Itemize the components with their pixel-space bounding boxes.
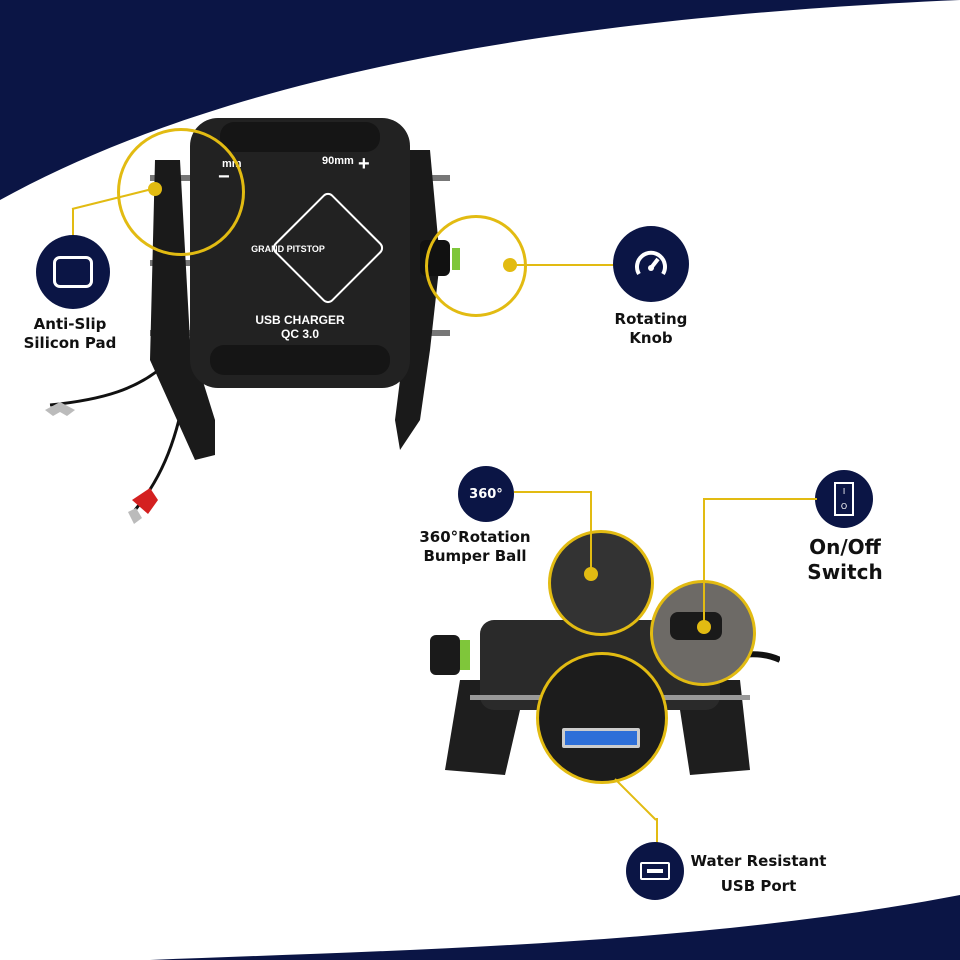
switch-label-line1: On/Off <box>809 535 881 559</box>
anti-slip-label-line1: Anti-Slip <box>33 315 107 333</box>
rotation-connector-v <box>590 491 592 573</box>
gauge-icon <box>635 250 667 276</box>
bumper-ball-highlight-ring <box>548 530 654 636</box>
anti-slip-label-line2: Silicon Pad <box>23 333 117 352</box>
knob-label: Rotating Knob <box>595 310 707 348</box>
switch-connector-h <box>703 498 817 500</box>
knob-badge <box>613 226 689 302</box>
max-width-label: 90mm <box>322 155 354 167</box>
brand-logo-text: GRAND PITSTOP <box>251 244 325 254</box>
switch-icon-on: I <box>842 487 846 496</box>
charger-text-line2: QC 3.0 <box>280 327 319 341</box>
knob-connector <box>515 264 615 266</box>
rotation-label-line2: Bumper Ball <box>423 546 527 565</box>
rotate-360-icon: 360° <box>469 486 503 502</box>
plus-sign: + <box>358 153 370 175</box>
rotation-pointer-dot <box>584 567 598 581</box>
anti-slip-highlight-ring <box>117 128 245 256</box>
rotation-connector-h <box>514 491 592 493</box>
usb-label: Water Resistant USB Port <box>686 852 831 896</box>
switch-label: On/Off Switch <box>795 535 895 585</box>
usb-port-graphic <box>562 728 640 748</box>
switch-button <box>670 612 722 640</box>
rotation-label-line1: 360°Rotation <box>419 528 531 546</box>
usb-connector-v <box>656 818 658 844</box>
rotation-badge: 360° <box>458 466 514 522</box>
rocker-switch-icon: I O <box>834 482 854 516</box>
switch-pointer-dot <box>697 620 711 634</box>
usb-label-line1: Water Resistant <box>690 852 827 870</box>
usb-label-line2: USB Port <box>720 876 797 895</box>
anti-slip-badge <box>36 235 110 309</box>
knob-label-line1: Rotating <box>614 310 688 328</box>
usb-highlight-ring <box>536 652 668 784</box>
charger-text-line1: USB CHARGER <box>255 313 345 327</box>
anti-slip-label: Anti-Slip Silicon Pad <box>10 315 130 353</box>
switch-badge: I O <box>815 470 873 528</box>
knob-highlight-ring <box>425 215 527 317</box>
rounded-square-icon <box>53 256 93 288</box>
knob-label-line2: Knob <box>629 328 673 347</box>
knob-pointer-dot <box>503 258 517 272</box>
rotation-label: 360°Rotation Bumper Ball <box>405 528 545 566</box>
usb-badge <box>626 842 684 900</box>
usb-port-icon <box>640 862 670 880</box>
switch-connector-v <box>703 498 705 626</box>
switch-label-line2: Switch <box>807 560 883 584</box>
anti-slip-pointer-dot <box>148 182 162 196</box>
anti-slip-connector-v <box>72 208 74 238</box>
switch-icon-off: O <box>840 502 848 511</box>
